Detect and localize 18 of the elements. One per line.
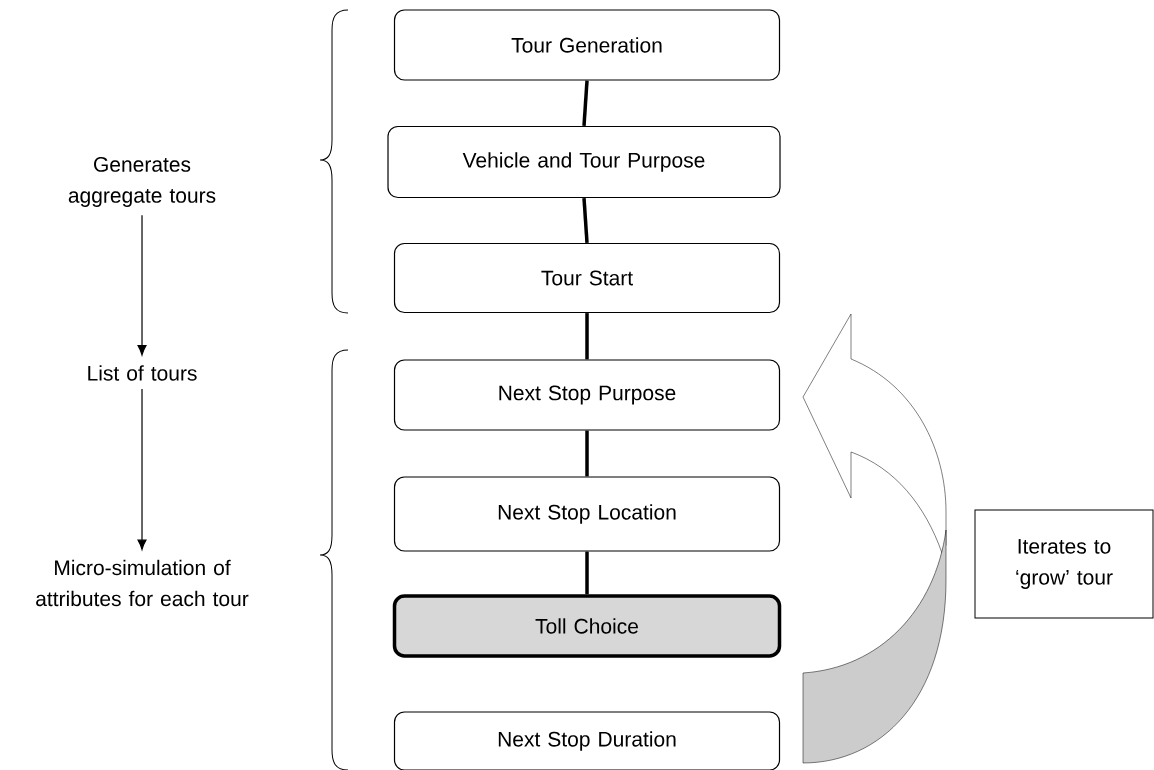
connector-line <box>585 551 589 595</box>
connector-line <box>585 313 589 360</box>
note-box: Iterates to ‘grow’ tour <box>974 509 1154 619</box>
annotation-text: Generates aggregate tours <box>68 157 216 207</box>
process-box: Next Stop Location <box>393 476 781 552</box>
connector-line <box>582 198 589 243</box>
connector-line <box>582 80 589 126</box>
highlighted-process-box: Toll Choice <box>392 594 782 658</box>
arrow <box>137 388 147 550</box>
connector-line <box>585 430 589 477</box>
process-box: Next Stop Purpose <box>393 359 781 431</box>
annotation-text: Micro-simulation of attributes for each tour <box>36 559 249 607</box>
annotation-text: List of tours <box>88 365 197 381</box>
arrow <box>137 214 147 356</box>
process-box: Vehicle and Tour Purpose <box>387 125 781 199</box>
process-box: Next Stop Duration <box>393 711 781 770</box>
process-box: Tour Generation <box>393 9 781 81</box>
process-box: Tour Start <box>393 242 781 314</box>
